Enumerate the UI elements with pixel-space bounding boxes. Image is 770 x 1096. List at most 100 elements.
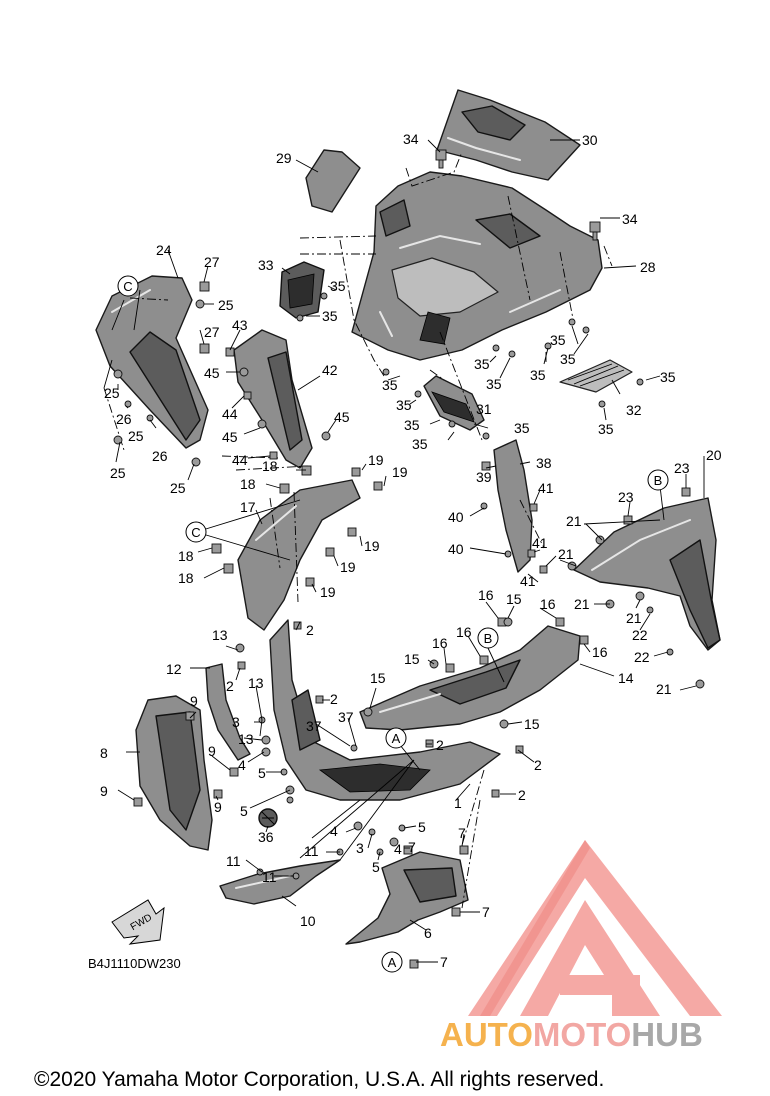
callout-35: 35 — [486, 376, 502, 392]
svg-text:A: A — [392, 731, 401, 746]
callout-15: 15 — [404, 651, 420, 667]
part-24-left-side-cover — [95, 275, 209, 449]
callout-21: 21 — [558, 546, 574, 562]
callout-21: 21 — [656, 681, 672, 697]
callout-3: 3 — [232, 714, 240, 730]
logo-word-auto: AUTO — [440, 1016, 533, 1053]
callout-25: 25 — [110, 465, 126, 481]
callout-35: 35 — [404, 417, 420, 433]
callout-4: 4 — [238, 757, 246, 773]
callout-13: 13 — [212, 627, 228, 643]
callout-45: 45 — [204, 365, 220, 381]
ref-marker-c-mid: C — [185, 521, 207, 543]
callout-35: 35 — [598, 421, 614, 437]
callout-6: 6 — [424, 925, 432, 941]
callout-30: 30 — [582, 132, 598, 148]
callout-35: 35 — [514, 420, 530, 436]
automotohub-watermark: AUTOMOTOHUB — [440, 840, 722, 1053]
callout-11: 11 — [262, 869, 277, 885]
fastener-13-set — [235, 643, 271, 745]
callout-15: 15 — [370, 670, 386, 686]
callout-21: 21 — [574, 596, 590, 612]
callout-38: 38 — [536, 455, 552, 471]
callout-19: 19 — [392, 464, 408, 480]
part-10-lower-trim — [219, 859, 341, 905]
callout-27: 27 — [204, 254, 220, 270]
fastener-9-set — [133, 711, 239, 807]
part-32-under-plate — [559, 359, 633, 393]
callout-19: 19 — [364, 538, 380, 554]
callout-18: 18 — [240, 476, 256, 492]
callout-34: 34 — [403, 131, 419, 147]
callout-35: 35 — [560, 351, 576, 367]
callout-33: 33 — [258, 257, 274, 273]
fastener-2-set — [237, 621, 524, 798]
callout-35: 35 — [660, 369, 676, 385]
callout-36: 36 — [258, 829, 274, 845]
callout-25: 25 — [218, 297, 234, 313]
callout-26: 26 — [152, 448, 168, 464]
part-17-inner-panel — [237, 479, 361, 631]
callout-35: 35 — [412, 436, 428, 452]
fastener-26-b — [146, 414, 154, 422]
part-29-side-panel — [305, 149, 361, 213]
callout-10: 10 — [300, 913, 316, 929]
automotohub-logo-mark-icon — [468, 840, 722, 1016]
callout-21: 21 — [566, 513, 582, 529]
callout-35: 35 — [550, 332, 566, 348]
part-36-grommet — [258, 808, 278, 828]
ref-marker-a-mid: A — [385, 727, 407, 749]
fwd-arrow-icon: FWD — [111, 899, 165, 945]
logo-word-moto: MOTO — [533, 1016, 631, 1053]
svg-text:C: C — [191, 525, 200, 540]
callout-20: 20 — [706, 447, 722, 463]
svg-text:B: B — [484, 631, 493, 646]
callout-43: 43 — [232, 317, 248, 333]
callout-37: 37 — [306, 718, 322, 734]
callout-14: 14 — [618, 670, 634, 686]
fastener-3-set — [258, 716, 376, 836]
part-14-front-upper-panel — [359, 625, 581, 731]
fastener-25-d — [191, 457, 201, 467]
callout-26: 26 — [116, 411, 132, 427]
fastener-18-set — [211, 465, 312, 574]
diagram-code: B4J1110DW230 — [88, 956, 181, 971]
callout-numbers: 34 30 29 34 28 33 35 35 24 27 25 27 43 4… — [100, 131, 722, 970]
svg-text:A: A — [388, 955, 397, 970]
callout-5: 5 — [240, 803, 248, 819]
fastener-44-a — [243, 391, 252, 400]
callout-16: 16 — [478, 587, 494, 603]
fastener-27-b — [199, 343, 210, 354]
callout-23: 23 — [618, 489, 634, 505]
part-31-lower-vent — [423, 375, 485, 431]
callout-12: 12 — [166, 661, 182, 677]
callout-9: 9 — [208, 743, 216, 759]
svg-text:C: C — [123, 279, 132, 294]
ref-marker-a-bottom: A — [381, 951, 403, 973]
ref-marker-c-left: C — [117, 275, 139, 297]
callout-25: 25 — [104, 385, 120, 401]
callout-35: 35 — [330, 278, 346, 294]
callout-11: 11 — [304, 843, 319, 859]
callout-9: 9 — [190, 693, 198, 709]
callout-4: 4 — [330, 823, 338, 839]
fastener-25-b — [113, 369, 123, 379]
callout-44: 44 — [222, 406, 238, 422]
callout-8: 8 — [100, 745, 108, 761]
part-20-right-fender — [573, 497, 721, 651]
callout-18: 18 — [262, 458, 278, 474]
callout-35: 35 — [322, 308, 338, 324]
callout-40: 40 — [448, 509, 464, 525]
center-lines — [103, 151, 613, 909]
callout-44: 44 — [232, 452, 248, 468]
callout-35: 35 — [396, 397, 412, 413]
logo-word-hub: HUB — [631, 1016, 703, 1053]
ref-marker-b-mid: B — [477, 627, 499, 649]
fastener-45-b — [257, 419, 267, 429]
part-6-skid-plate — [345, 851, 469, 945]
part-1-front-bumper — [269, 619, 501, 801]
part-42-side-panel — [233, 329, 313, 469]
callout-35: 35 — [382, 377, 398, 393]
svg-text:B: B — [654, 473, 663, 488]
fastener-44-b — [269, 451, 278, 460]
